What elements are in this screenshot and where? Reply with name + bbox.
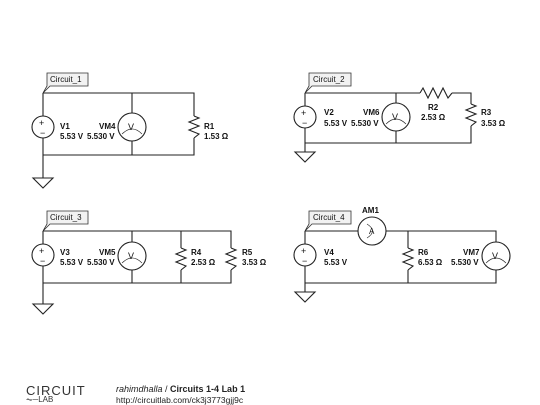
meter-name: VM5	[99, 248, 116, 257]
circuitlab-logo-sub: ⏦─LAB	[26, 395, 53, 405]
resistor-name: R2	[428, 103, 439, 112]
resistor-name: R6	[418, 248, 429, 257]
meter-letter: V	[128, 122, 134, 132]
schematic-url[interactable]: http://circuitlab.com/ck3j3773gjj9c	[116, 395, 244, 405]
source-name: V1	[60, 122, 70, 131]
plus-sign: +	[39, 118, 44, 128]
title-separator: /	[162, 384, 171, 394]
net-label-circuit-3[interactable]: Circuit_3	[42, 210, 89, 232]
meter-name: VM6	[363, 108, 380, 117]
source-value: 5.53 V	[60, 132, 84, 141]
circuitlab-logo[interactable]: CIRCUIT	[26, 383, 86, 398]
circuit-2[interactable]: Circuit_2 + − V2 5.53 V V VM6 5.530 V R2…	[293, 72, 506, 163]
net-label-text: Circuit_1	[50, 75, 82, 84]
minus-sign: −	[40, 256, 45, 266]
circuit-3[interactable]: Circuit_3 + − V3 5.53 V V VM5 5.530 V R4…	[31, 210, 267, 315]
ground-symbol	[293, 291, 317, 303]
resistor-r1[interactable]	[187, 115, 201, 139]
voltmeter-vm7[interactable]: V	[481, 241, 511, 271]
net-label-text: Circuit_2	[313, 75, 345, 84]
schematic-title[interactable]: Circuits 1-4 Lab 1	[170, 384, 246, 394]
resistor-name: R4	[191, 248, 202, 257]
circuit-1[interactable]: Circuit_1 + − V1 5.53 V V VM4 5.530 V R1…	[31, 72, 229, 189]
footer-bar	[0, 380, 540, 405]
meter-letter: V	[392, 112, 398, 122]
resistor-name: R3	[481, 108, 492, 117]
plus-sign: +	[301, 246, 306, 256]
meter-letter: A	[369, 227, 375, 236]
author-link[interactable]: rahimdhalla	[116, 384, 163, 394]
resistor-r5[interactable]	[224, 247, 238, 271]
meter-value: 5.530 V	[351, 119, 379, 128]
resistor-value: 3.53 Ω	[242, 258, 267, 267]
net-label-circuit-1[interactable]: Circuit_1	[42, 72, 89, 94]
voltage-source-v2[interactable]: + −	[293, 105, 317, 129]
meter-letter: V	[128, 251, 134, 261]
resistor-r3[interactable]	[464, 103, 478, 127]
voltmeter-vm6[interactable]: V	[381, 102, 411, 132]
minus-sign: −	[40, 128, 45, 138]
resistor-value: 3.53 Ω	[481, 119, 506, 128]
voltage-source-v3[interactable]: + −	[31, 243, 55, 267]
meter-name: VM7	[463, 248, 480, 257]
logo-lab-text: LAB	[38, 395, 54, 404]
net-label-circuit-4[interactable]: Circuit_4	[304, 210, 352, 232]
plus-sign: +	[301, 108, 306, 118]
resistor-value: 1.53 Ω	[204, 132, 229, 141]
voltmeter-vm4[interactable]: V	[117, 112, 147, 142]
resistor-name: R1	[204, 122, 215, 131]
minus-sign: −	[302, 118, 307, 128]
source-value: 5.53 V	[60, 258, 84, 267]
meter-letter: V	[492, 251, 498, 261]
meter-value: 5.530 V	[87, 258, 115, 267]
resistor-name: R5	[242, 248, 253, 257]
net-label-text: Circuit_4	[313, 213, 345, 222]
meter-name: VM4	[99, 122, 116, 131]
ground-symbol	[31, 177, 55, 189]
source-name: V4	[324, 248, 334, 257]
resistor-r2[interactable]	[419, 86, 453, 100]
resistor-value: 2.53 Ω	[191, 258, 216, 267]
schematic-svg: Circuit_1 + − V1 5.53 V V VM4 5.530 V R1…	[31, 72, 511, 315]
meter-value: 5.530 V	[87, 132, 115, 141]
minus-sign: −	[302, 256, 307, 266]
source-value: 5.53 V	[324, 119, 348, 128]
voltage-source-v4[interactable]: + −	[293, 243, 317, 267]
circuit-4[interactable]: Circuit_4 + − V4 5.53 V A AM1 R6 6.53 Ω …	[293, 206, 511, 303]
source-name: V2	[324, 108, 334, 117]
voltage-source-v1[interactable]: + −	[31, 115, 55, 139]
ground-symbol	[31, 303, 55, 315]
meter-name: AM1	[362, 206, 379, 215]
meter-value: 5.530 V	[451, 258, 479, 267]
net-label-text: Circuit_3	[50, 213, 82, 222]
voltmeter-vm5[interactable]: V	[117, 241, 147, 271]
resistor-r6[interactable]	[401, 247, 415, 271]
resistor-value: 6.53 Ω	[418, 258, 443, 267]
resistor-glyph-icon: ⏦─	[26, 395, 39, 404]
ammeter-am1[interactable]: A	[357, 216, 387, 246]
schematic-title-line: rahimdhalla / Circuits 1-4 Lab 1	[116, 384, 245, 394]
source-name: V3	[60, 248, 70, 257]
resistor-value: 2.53 Ω	[421, 113, 446, 122]
plus-sign: +	[39, 246, 44, 256]
source-value: 5.53 V	[324, 258, 348, 267]
resistor-r4[interactable]	[174, 247, 188, 271]
net-label-circuit-2[interactable]: Circuit_2	[304, 72, 352, 94]
ground-symbol	[293, 151, 317, 163]
